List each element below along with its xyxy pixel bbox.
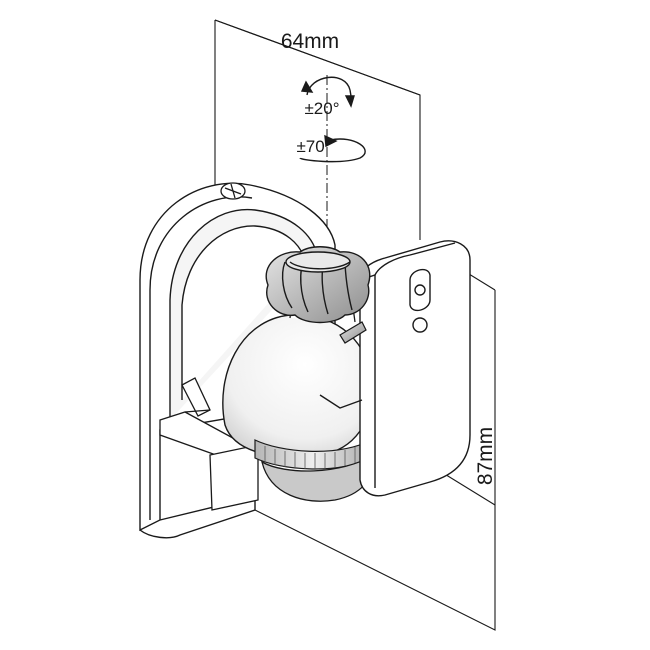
tilt-rotation-label: ±20°: [304, 99, 339, 118]
width-dimension-label: 64mm: [281, 30, 339, 53]
rotation-collar: [254, 439, 373, 470]
support-struts: [159, 377, 259, 511]
swivel-rotation-label: ±70°: [296, 137, 331, 156]
wall-screw-icon: [220, 182, 246, 200]
width-dimension: [214, 19, 421, 96]
speaker-bracket-plate: [319, 240, 471, 497]
height-dimension-label: 87mm: [474, 427, 497, 485]
locking-pin: [339, 321, 367, 344]
tilt-rotation-arrow: [300, 76, 355, 108]
locking-knob: [265, 246, 371, 324]
swivel-rotation-arrow: [299, 134, 366, 163]
